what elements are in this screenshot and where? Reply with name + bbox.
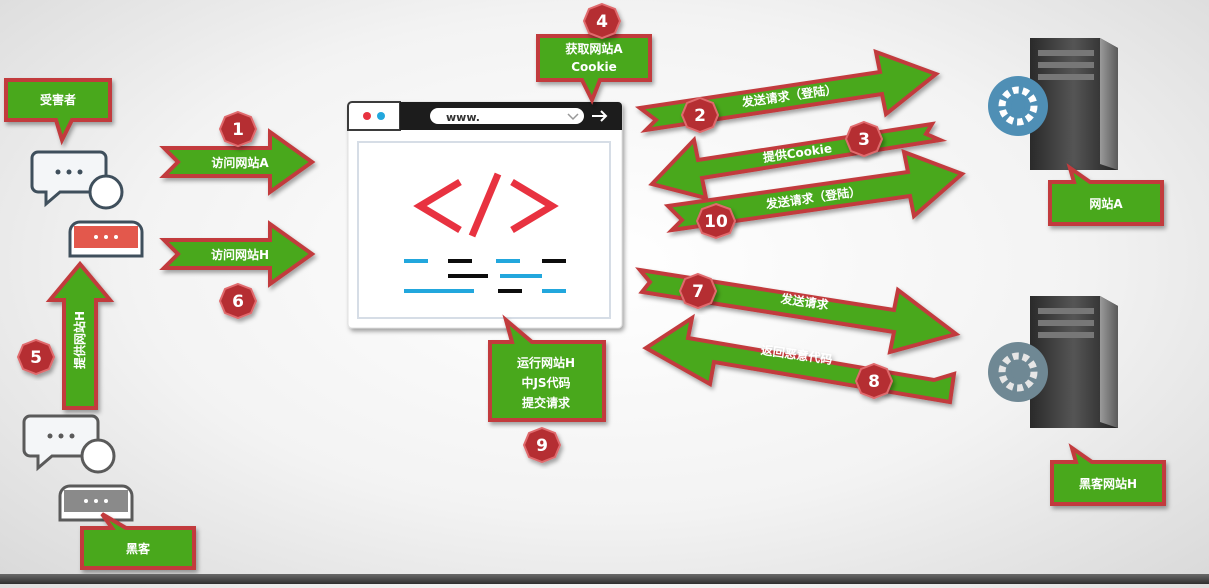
step-badge-2: 2	[680, 96, 720, 134]
server-a-icon	[988, 38, 1118, 170]
svg-text:8: 8	[868, 372, 880, 392]
svg-text:4: 4	[596, 12, 608, 32]
step-badge-9: 9	[522, 426, 562, 464]
browser-red-dot	[363, 112, 371, 120]
server-h-icon	[988, 296, 1118, 428]
svg-text:10: 10	[704, 212, 728, 232]
site-h-callout: 黑客网站H	[1050, 443, 1166, 506]
arrow-visit-h: 访问网站H	[159, 220, 316, 288]
site-a-label: 网站A	[1089, 196, 1123, 211]
site-h-label: 黑客网站H	[1079, 476, 1137, 491]
arrow-visit-h-label: 访问网站H	[211, 247, 269, 262]
svg-text:9: 9	[536, 436, 548, 456]
victim-label: 受害者	[40, 92, 76, 107]
run-js-line1: 运行网站H	[517, 355, 575, 370]
run-js-callout: 运行网站H 中JS代码 提交请求	[488, 314, 606, 422]
arrow-send-request: 发送请求	[635, 267, 961, 355]
url-text: www.	[446, 111, 480, 124]
arrow-visit-a: 访问网站A	[159, 128, 316, 196]
victim-callout: 受害者	[4, 78, 112, 146]
step-badge-3: 3	[844, 120, 884, 158]
url-dropdown-icon	[567, 113, 579, 121]
svg-text:7: 7	[692, 282, 704, 302]
step-badge-4: 4	[582, 2, 622, 40]
hacker-icon	[22, 414, 134, 522]
step-badge-7: 7	[678, 272, 718, 310]
browser-window: www.	[347, 101, 623, 329]
arrow-send-request-label: 发送请求	[779, 291, 831, 313]
arrow-provide-h-label: 提供网站H	[72, 311, 87, 369]
hacker-callout: 黑客	[80, 512, 196, 570]
arrow-send-login-2: 发送请求（登陆）	[663, 148, 966, 233]
step-badge-10: 10	[695, 202, 737, 240]
svg-text:6: 6	[232, 292, 244, 312]
step-badge-1: 1	[218, 110, 258, 148]
step-badge-6: 6	[218, 282, 258, 320]
arrow-visit-a-label: 访问网站A	[211, 155, 269, 170]
svg-text:2: 2	[694, 106, 706, 126]
url-bar[interactable]	[430, 108, 584, 124]
run-js-line2: 中JS代码	[521, 375, 570, 390]
code-icon	[413, 172, 559, 238]
step-badge-8: 8	[854, 362, 894, 400]
get-cookie-callout: 获取网站A Cookie	[536, 34, 652, 105]
hacker-label: 黑客	[126, 541, 151, 556]
forward-arrow-icon[interactable]	[592, 110, 608, 122]
svg-text:1: 1	[232, 120, 244, 140]
svg-text:3: 3	[858, 130, 870, 150]
run-js-line3: 提交请求	[522, 395, 571, 410]
svg-text:5: 5	[30, 348, 42, 368]
get-cookie-line2: Cookie	[571, 60, 617, 74]
victim-icon	[30, 150, 144, 258]
step-badge-5: 5	[16, 338, 56, 376]
site-a-callout: 网站A	[1048, 163, 1164, 226]
gear-icon	[998, 352, 1038, 392]
code-lines	[404, 259, 566, 293]
get-cookie-line1: 获取网站A	[564, 41, 623, 56]
gear-icon	[998, 86, 1038, 126]
browser-blue-dot	[377, 112, 385, 120]
bottom-bar	[0, 574, 1209, 584]
arrow-provide-h: 提供网站H	[45, 260, 115, 410]
